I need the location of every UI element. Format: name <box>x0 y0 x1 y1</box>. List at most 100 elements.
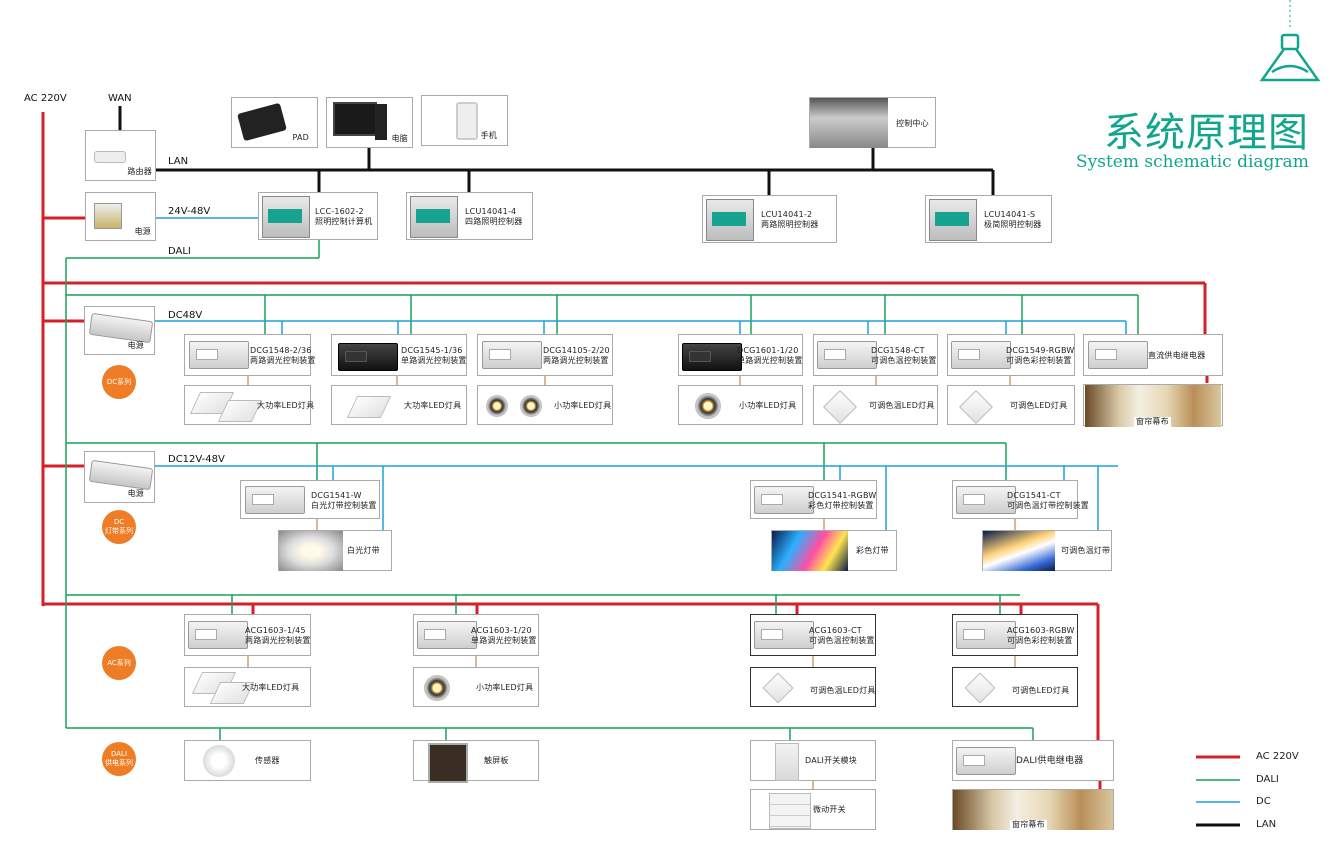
relay-icon <box>956 747 1016 775</box>
strip-load-3: 可调色温灯带 <box>982 530 1112 571</box>
load-label: 大功率LED灯具 <box>257 401 315 410</box>
downlight-icon <box>486 395 508 417</box>
dc1248-label: DC12V-48V <box>168 454 225 465</box>
power-supply-icon <box>94 203 122 229</box>
load-label: 大功率LED灯具 <box>404 401 462 410</box>
dc-load-5: 可调色温LED灯具 <box>813 385 938 425</box>
strip-load-2: 彩色灯带 <box>771 530 897 571</box>
center-label: 控制中心 <box>896 119 929 128</box>
module-model: LCU14041-S <box>984 210 1036 219</box>
controller-desc: 可调色温控制装置 <box>871 356 937 365</box>
load-label: 小功率LED灯具 <box>554 401 612 410</box>
module-model: LCU14041-4 <box>465 207 517 216</box>
item-label: 窗帘幕布 <box>1010 820 1047 830</box>
psu-label: 电源 <box>127 489 144 498</box>
load-label: 窗帘幕布 <box>1134 417 1171 427</box>
module-desc: 四路照明控制器 <box>465 217 523 226</box>
controller-model: DCG14105-2/20 <box>543 346 610 355</box>
item-label: 传感器 <box>255 756 280 765</box>
dc-psu-box: 电源 <box>84 306 155 355</box>
controller-model: DCG1548-CT <box>871 346 925 355</box>
module-desc: 照明控制计算机 <box>315 217 373 226</box>
ac-controller-4: ACG1603-RGBW 可调色彩控制装置 <box>952 614 1078 656</box>
controller-model: ACG1603-CT <box>809 626 862 635</box>
dc-load-6: 可调色LED灯具 <box>947 385 1075 425</box>
panel-light-icon <box>823 390 857 424</box>
module-model: LCC-1602-2 <box>315 207 364 216</box>
ac-series-badge: AC系列 <box>102 646 136 680</box>
load-label: 可调色温灯带 <box>1061 546 1111 555</box>
controller-icon <box>956 621 1016 649</box>
module-desc: 极简照明控制器 <box>984 220 1042 229</box>
relay-icon <box>1088 341 1148 369</box>
load-label: 可调色LED灯具 <box>1012 686 1070 695</box>
dc-controller-5: DCG1548-CT 可调色温控制装置 <box>813 334 938 376</box>
pad-label: PAD <box>292 133 309 142</box>
ac-controller-2: ACG1603-1/20 单路调光控制装置 <box>413 614 539 656</box>
controller-icon <box>188 621 248 649</box>
load-label: 白光灯带 <box>347 546 380 555</box>
relay-desc: 直流供电继电器 <box>1148 351 1206 360</box>
ac-load-1: 大功率LED灯具 <box>184 667 311 707</box>
ac-label: AC 220V <box>24 93 67 104</box>
dc-curtain: 窗帘幕布 <box>1083 384 1223 427</box>
dc-wires <box>155 217 1127 530</box>
module-icon <box>410 196 458 238</box>
strip-series-badge: DC 灯带系列 <box>102 510 136 544</box>
controller-desc: 单路调光控制装置 <box>737 356 803 365</box>
dali-wires <box>65 240 1139 740</box>
controller-model: DCG1545-1/36 <box>401 346 463 355</box>
ac-controller-3: ACG1603-CT 可调色温控制装置 <box>750 614 876 656</box>
strip-controller-1: DCG1541-W 白光灯带控制装置 <box>240 480 380 519</box>
logo-icon <box>1259 0 1321 82</box>
wan-label: WAN <box>108 93 132 104</box>
dc-controller-2: DCG1545-1/36 单路调光控制装置 <box>331 334 467 376</box>
controller-model: ACG1603-RGBW <box>1007 626 1075 635</box>
controller-model: DCG1541-W <box>311 491 362 500</box>
dc-controller-4: DCG1601-1/20 单路调光控制装置 <box>678 334 803 376</box>
controller-model: ACG1603-1/20 <box>471 626 532 635</box>
load-label: 可调色温LED灯具 <box>869 401 935 410</box>
psu-label: 电源 <box>127 341 144 350</box>
controller-icon <box>417 621 477 649</box>
controller-icon <box>482 341 542 369</box>
controller-model: DCG1601-1/20 <box>737 346 799 355</box>
monitor-icon <box>333 102 377 136</box>
controller-desc: 两路调光控制装置 <box>543 356 609 365</box>
controller-icon <box>817 341 877 369</box>
controller-desc: 彩色灯带控制装置 <box>808 501 874 510</box>
controller-desc: 可调色温控制装置 <box>809 636 875 645</box>
panel-light-icon <box>959 390 993 424</box>
dc48-label: DC48V <box>168 310 203 321</box>
led-strip-white-image <box>279 531 343 571</box>
power-supply-icon <box>88 459 154 491</box>
controller-icon <box>951 341 1011 369</box>
touch-panel-icon <box>428 743 468 783</box>
dc-load-2: 大功率LED灯具 <box>331 385 467 425</box>
panel-light-icon <box>762 672 794 704</box>
ac-load-4: 可调色LED灯具 <box>952 667 1078 707</box>
controller-model: DCG1541-RGBW <box>808 491 877 500</box>
controller-desc: 可调色彩控制装置 <box>1006 356 1072 365</box>
item-label: DALI开关模块 <box>805 756 857 765</box>
strip-psu-box: 电源 <box>84 451 155 503</box>
ac-load-2: 小功率LED灯具 <box>413 667 539 707</box>
legend-ac: AC 220V <box>1256 751 1299 762</box>
module-lcus: LCU14041-S 极简照明控制器 <box>925 195 1052 243</box>
led-strip-ct-image <box>983 531 1055 571</box>
lan-label: LAN <box>168 156 189 167</box>
controller-desc: 单路调光控制装置 <box>471 636 537 645</box>
pc-box: 电脑 <box>326 97 413 148</box>
load-label: 彩色灯带 <box>856 546 889 555</box>
controller-desc: 白光灯带控制装置 <box>311 501 377 510</box>
legend-dali: DALI <box>1256 774 1279 785</box>
load-connectors <box>247 376 1016 789</box>
controller-desc: 两路调光控制装置 <box>250 356 316 365</box>
controller-icon <box>338 343 398 371</box>
dali-item-switch-module: DALI开关模块 <box>750 740 876 781</box>
module-lcu2: LCU14041-2 两路照明控制器 <box>702 195 837 243</box>
controller-desc: 单路调光控制装置 <box>401 356 467 365</box>
phone-box: 手机 <box>421 95 508 146</box>
controller-icon <box>189 341 249 369</box>
page-subtitle: System schematic diagram <box>1076 152 1309 172</box>
